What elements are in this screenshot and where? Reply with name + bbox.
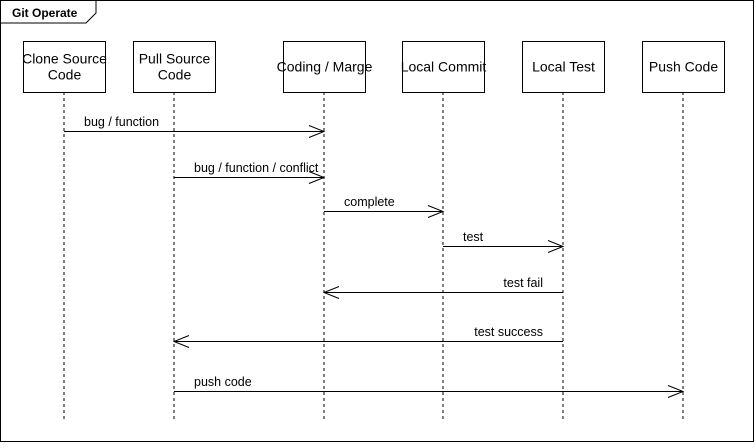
message-label: test success <box>474 325 543 339</box>
arrow-head <box>308 125 326 138</box>
participant-label: Local Test <box>532 59 595 75</box>
lifelines <box>63 92 684 420</box>
arrow-head <box>172 335 190 348</box>
arrow-head <box>667 385 685 398</box>
message-2: bug / function / conflict <box>174 161 326 184</box>
arrow-head <box>322 286 340 299</box>
participant-label: Clone Source <box>22 51 107 67</box>
message-label: push code <box>194 375 252 389</box>
participant-coding: Coding / Marge <box>277 41 373 93</box>
participant-label: Code <box>48 67 82 83</box>
participant-commit: Local Commit <box>401 41 487 93</box>
participant-label: Local Commit <box>401 59 487 75</box>
frame-title-tab <box>0 0 97 24</box>
message-label: bug / function <box>84 115 159 129</box>
arrow-head <box>547 240 565 253</box>
message-label: test fail <box>503 276 543 290</box>
message-6: test success <box>172 325 563 348</box>
message-label: bug / function / conflict <box>194 161 319 175</box>
participant-box <box>133 41 216 93</box>
message-label: complete <box>344 195 395 209</box>
participant-push: Push Code <box>642 41 725 93</box>
participant-label: Pull Source <box>139 51 211 67</box>
message-5: test fail <box>322 276 563 299</box>
message-arrows: bug / function bug / function / conflict c… <box>64 115 685 398</box>
arrow-head <box>308 171 326 184</box>
participant-box <box>23 41 106 93</box>
message-7: push code <box>174 375 685 398</box>
message-1: bug / function <box>64 115 326 138</box>
message-label: test <box>463 230 484 244</box>
frame-title: Git Operate <box>12 6 78 20</box>
participant-test: Local Test <box>522 41 605 93</box>
participant-box <box>283 41 366 93</box>
participant-label: Code <box>158 67 192 83</box>
participant-label: Coding / Marge <box>277 59 373 75</box>
participant-box <box>522 41 605 93</box>
participant-box <box>642 41 725 93</box>
participant-box <box>402 41 485 93</box>
message-3: complete <box>324 195 445 218</box>
arrow-head <box>427 205 445 218</box>
participant-label: Push Code <box>649 59 718 75</box>
message-4: test <box>443 230 565 253</box>
